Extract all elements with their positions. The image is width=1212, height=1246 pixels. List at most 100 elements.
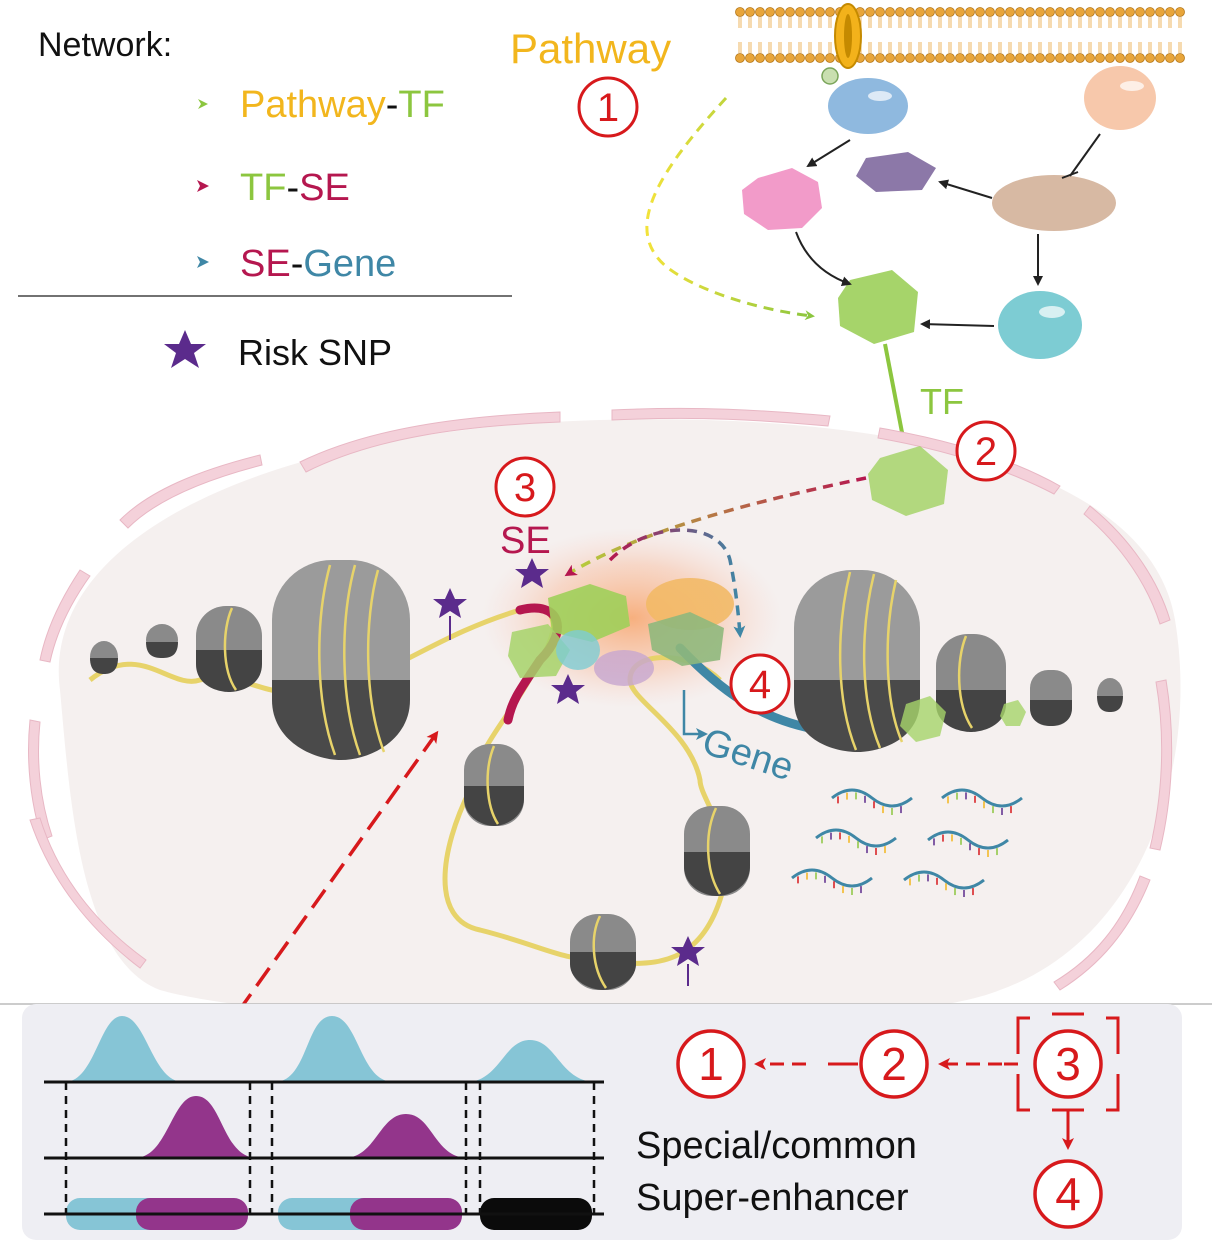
- peak-blue-1: [66, 1016, 182, 1082]
- lipid-head: [885, 53, 895, 63]
- lipid-head: [1175, 53, 1185, 63]
- hub-proteins: [508, 578, 734, 686]
- step-2-badge-bottom: 2: [859, 1029, 929, 1099]
- lipid-tail: [828, 17, 832, 28]
- lipid-head: [805, 53, 815, 63]
- lipid-head: [915, 53, 925, 63]
- svg-text:3: 3: [1055, 1038, 1081, 1090]
- legend-row-pathway-tf: Pathway-TF: [240, 84, 445, 126]
- lipid-tail: [868, 42, 872, 53]
- lipid-tail: [1078, 17, 1082, 28]
- lipid-tail: [798, 17, 802, 28]
- lipid-head: [1055, 7, 1065, 17]
- nucleosome-small-right-2: [1097, 678, 1123, 712]
- peak-purple-2: [346, 1114, 466, 1158]
- legend-sep-1: -: [386, 84, 399, 126]
- lipid-head: [935, 7, 945, 17]
- nucleosome-small-left-1: [146, 624, 178, 658]
- lipid-head: [1065, 7, 1075, 17]
- lipid-tail: [788, 42, 792, 53]
- lipid-head: [1095, 7, 1105, 17]
- legend-gene-label: Gene: [303, 243, 396, 285]
- blue-protein-icon: [828, 78, 908, 134]
- lipid-head: [1145, 53, 1155, 63]
- se-zoom-arrow: [236, 730, 439, 1014]
- lipid-tail: [1078, 42, 1082, 53]
- lipid-head: [755, 7, 765, 17]
- lipid-head: [1085, 7, 1095, 17]
- lipid-tail: [1028, 42, 1032, 53]
- mrna-icon: [831, 788, 913, 815]
- lipid-tail: [978, 42, 982, 53]
- svg-text:4: 4: [1055, 1168, 1081, 1220]
- lipid-tail: [1178, 17, 1182, 28]
- step-1-badge-top: 1: [577, 76, 639, 138]
- risk-snp-star-icon: [433, 588, 467, 618]
- lipid-tail: [1058, 17, 1062, 28]
- lipid-tail: [768, 17, 772, 28]
- svg-text:4: 4: [749, 663, 771, 707]
- lipid-tail: [998, 42, 1002, 53]
- lipid-tail: [998, 17, 1002, 28]
- lipid-tail: [778, 42, 782, 53]
- legend-tf-label: TF: [398, 84, 444, 126]
- lipid-head: [925, 7, 935, 17]
- tf-nuclear-protein-icon: [868, 446, 948, 516]
- se-to-gene-arrow: [608, 528, 746, 638]
- lipid-head: [895, 7, 905, 17]
- lipid-head: [795, 53, 805, 63]
- lipid-tail: [1118, 42, 1122, 53]
- lipid-tail: [908, 17, 912, 28]
- lipid-tail: [958, 17, 962, 28]
- mrna-icon: [791, 868, 873, 895]
- lipid-head: [825, 7, 835, 17]
- lipid-tail: [748, 17, 752, 28]
- tss-arrow-icon: [682, 690, 708, 740]
- tan-protein-icon: [992, 175, 1116, 231]
- cell-membrane: [735, 3, 1190, 85]
- lipid-head: [965, 7, 975, 17]
- nucleosome-large-left: [272, 560, 410, 760]
- pathway-arrows: [795, 133, 1101, 330]
- tf-to-se-arrow: [564, 476, 867, 577]
- nucleosome-medium-left: [196, 606, 262, 692]
- lipid-tail: [778, 17, 782, 28]
- legend-title: Network:: [38, 26, 172, 64]
- lipid-tail: [1178, 42, 1182, 53]
- lipid-head: [1055, 53, 1065, 63]
- lipid-head: [785, 53, 795, 63]
- lipid-head: [955, 53, 965, 63]
- legend-tf-label-2: TF: [240, 167, 286, 209]
- lipid-tail: [758, 17, 762, 28]
- lipid-head: [985, 53, 995, 63]
- lipid-head: [745, 53, 755, 63]
- lipid-tail: [878, 17, 882, 28]
- lipid-head: [745, 7, 755, 17]
- lipid-head: [735, 7, 745, 17]
- lipid-tail: [1018, 17, 1022, 28]
- lipid-head: [975, 53, 985, 63]
- lipid-head: [1125, 7, 1135, 17]
- lipid-tail: [918, 17, 922, 28]
- nuclear-envelope: [28, 407, 1173, 991]
- lipid-tail: [1038, 42, 1042, 53]
- lipid-tail: [968, 17, 972, 28]
- lipid-head: [1015, 7, 1025, 17]
- green-tf-protein-icon: [838, 270, 918, 344]
- lipid-tail: [1038, 17, 1042, 28]
- step-4-badge-gene: 4: [729, 653, 791, 715]
- lipid-head: [1035, 7, 1045, 17]
- lipid-tail: [798, 42, 802, 53]
- lipid-head: [1165, 7, 1175, 17]
- lipid-head: [905, 7, 915, 17]
- lipid-tail: [1108, 42, 1112, 53]
- pathway-label: Pathway: [510, 25, 671, 72]
- step-2-badge-top: 2: [955, 420, 1017, 482]
- lipid-tail: [1088, 17, 1092, 28]
- lipid-tail: [1098, 17, 1102, 28]
- lipid-tail: [818, 42, 822, 53]
- peach-protein-icon: [1084, 66, 1156, 130]
- lipid-tail: [788, 17, 792, 28]
- lipid-head: [995, 7, 1005, 17]
